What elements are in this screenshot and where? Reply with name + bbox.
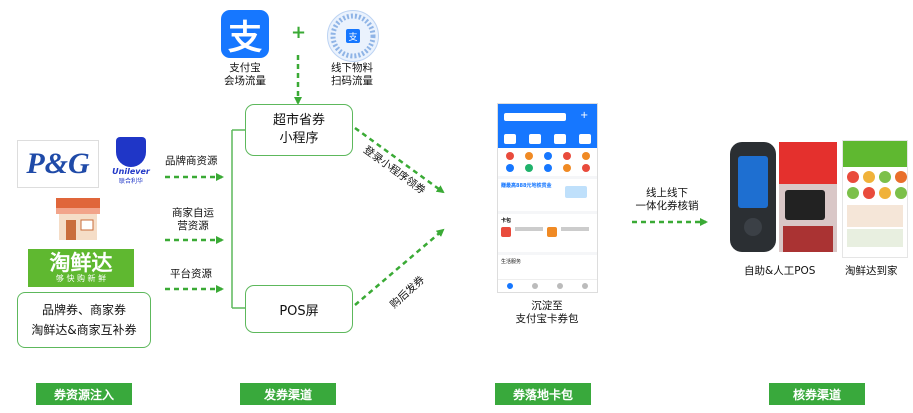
svg-text:支: 支 — [348, 31, 357, 43]
wallet-quick-actions — [498, 132, 597, 148]
wallet-promo-text: 赚最高888元地铁贯金 — [501, 183, 552, 189]
unilever-logo: Unilever 联合利华 — [108, 137, 154, 189]
taoxianda-app-screenshot — [842, 140, 908, 258]
wallet-life-section: 生活服务 — [498, 255, 597, 281]
mini-program-line2: 小程序 — [279, 131, 319, 146]
mini-program-line1: 超市省券 — [272, 113, 325, 128]
wallet-promo-banner: 赚最高888元地铁贯金 — [498, 179, 597, 211]
alipay-logo-icon: 支 — [221, 10, 269, 58]
offline-caption-line1: 线下物料 — [331, 62, 373, 74]
merchant-resource-line1: 商家自运 — [172, 207, 214, 219]
offline-caption: 线下物料 扫码流量 — [322, 62, 382, 88]
taoxianda-logo: 淘鲜达 够 快 购 新 鲜 — [28, 249, 134, 287]
wallet-caption-line1: 沉淀至 — [531, 300, 563, 312]
unilever-name: Unilever — [112, 167, 150, 176]
taoxianda-slogan: 够 快 购 新 鲜 — [55, 274, 107, 283]
merchant-resource-line2: 营资源 — [177, 220, 209, 232]
coupon-types-line2: 淘鲜达&商家互补券 — [31, 323, 137, 337]
unilever-u-icon — [116, 137, 146, 167]
self-service-pos-photo — [727, 140, 837, 256]
alipay-glyph: 支 — [228, 17, 262, 58]
plus-sign: + — [291, 22, 307, 43]
wallet-card-section: 卡包 — [498, 214, 597, 252]
claim-coupon-arrow — [354, 126, 445, 194]
pos-caption: 自助&人工POS — [744, 265, 816, 277]
coupon-types-box: 品牌券、商家券 淘鲜达&商家互补券 — [17, 292, 151, 348]
stage-badge-issue: 发券渠道 — [240, 383, 336, 405]
alipay-caption-line2: 会场流量 — [224, 75, 266, 87]
qr-code-icon: 支 — [327, 10, 379, 62]
delivery-caption: 淘鲜达到家 — [845, 265, 898, 277]
pg-logo-text: P&G — [26, 147, 90, 180]
alipay-wallet-screenshot: + 赚最高888元地铁贯金 卡包 — [497, 103, 598, 293]
brand-resource-label: 品牌商资源 — [165, 155, 218, 167]
wallet-app-grid — [498, 148, 597, 176]
offline-caption-line2: 扫码流量 — [331, 75, 373, 87]
wallet-life-title: 生活服务 — [501, 259, 522, 265]
wallet-header: + — [498, 104, 597, 132]
redeem-arrow-line1: 线上线下 — [646, 187, 688, 199]
stage-badge-land: 券落地卡包 — [495, 383, 591, 405]
pos-kiosk — [730, 142, 776, 252]
pos-counter — [779, 142, 837, 252]
issue-coupon-arrow — [354, 228, 445, 306]
wallet-search-bar — [504, 113, 566, 121]
pg-logo: P&G — [17, 140, 99, 188]
channel-bracket — [231, 129, 245, 309]
alipay-caption-line1: 支付宝 — [229, 62, 261, 74]
coupon-types-line1: 品牌券、商家券 — [41, 303, 126, 317]
platform-resource-label: 平台资源 — [170, 268, 212, 280]
redeem-arrow-label: 线上线下 一体化券核销 — [627, 187, 707, 213]
merchant-resource-label: 商家自运 营资源 — [167, 207, 219, 233]
unilever-cn-name: 联合利华 — [118, 178, 143, 185]
wallet-card-title: 卡包 — [501, 218, 512, 224]
pos-screen-box: POS屏 — [245, 285, 353, 333]
stage-badge-redeem: 核券渠道 — [769, 383, 865, 405]
taoxianda-logo-text: 淘鲜达 — [49, 251, 113, 275]
wallet-caption: 沉淀至 支付宝卡券包 — [507, 300, 587, 326]
stage-badge-sources: 券资源注入 — [36, 383, 132, 405]
wallet-add-icon: + — [580, 110, 589, 121]
pos-screen-label: POS屏 — [279, 303, 319, 319]
redeem-arrow-line2: 一体化券核销 — [635, 200, 699, 212]
wallet-tab-bar — [498, 279, 597, 292]
store-icon — [52, 196, 104, 242]
alipay-caption: 支付宝 会场流量 — [215, 62, 275, 88]
mini-program-box: 超市省券 小程序 — [245, 104, 353, 156]
wallet-caption-line2: 支付宝卡券包 — [515, 313, 579, 325]
